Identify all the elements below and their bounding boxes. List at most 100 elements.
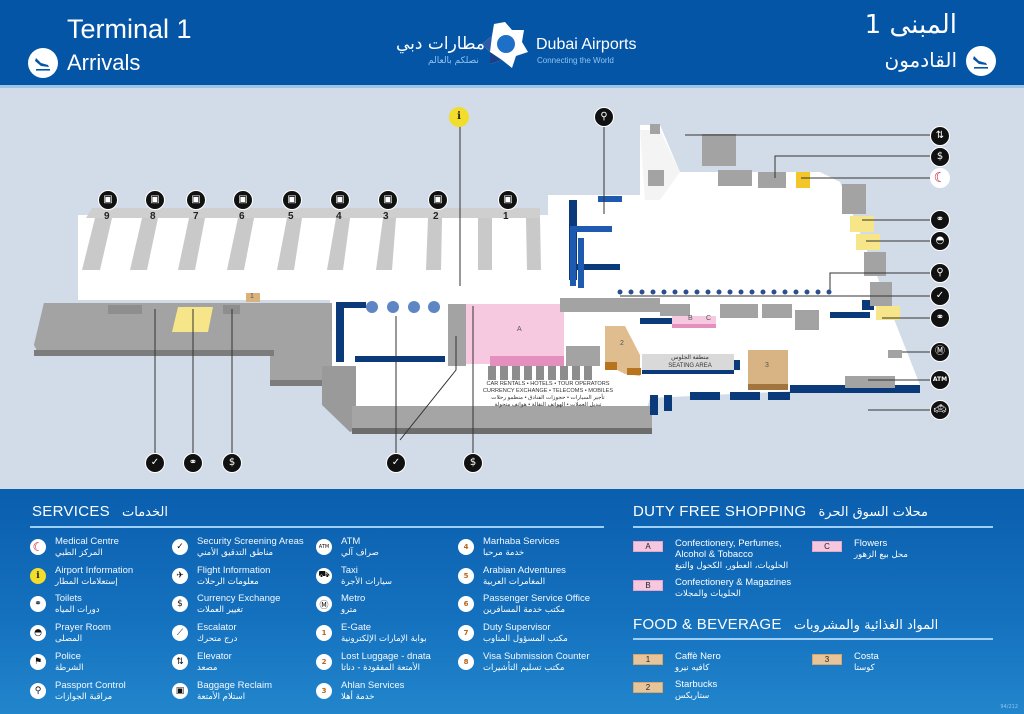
atm-icon[interactable]: ATM — [930, 370, 950, 390]
service-label-en: Security Screening Areas — [197, 536, 304, 547]
medical-centre-icon[interactable]: ☾ — [930, 168, 950, 188]
logo-name-en: Dubai Airports — [536, 36, 637, 53]
header: Terminal 1 Arrivals مطارات دبي نصلكم بال… — [0, 0, 1024, 88]
belt-3-label: 3 — [383, 211, 389, 222]
service-label-en: Lost Luggage - dnata — [341, 650, 431, 662]
baggage-reclaim-icon: ▣ — [172, 682, 188, 699]
services-divider — [30, 526, 604, 528]
logo-tagline-en: Connecting the World — [537, 56, 614, 65]
page-title-ar: المبنى 1 — [864, 10, 957, 40]
duty-free-title: DUTY FREE SHOPPING — [633, 503, 807, 520]
duty-free-divider — [633, 526, 993, 528]
service-label-ar: تغيير العملات — [197, 605, 244, 616]
currency-exchange-icon: $ — [172, 596, 188, 613]
passport-control-icon[interactable]: ⚲ — [930, 263, 950, 283]
baggage-reclaim-icon[interactable]: ▣ — [378, 190, 398, 210]
service-label-en: ATM — [341, 536, 361, 547]
food-tag: 1 — [633, 654, 663, 665]
baggage-reclaim-icon[interactable]: ▣ — [233, 190, 253, 210]
caption-line-1: CAR RENTALS • HOTELS • TOUR OPERATORS — [486, 381, 610, 387]
duty-free-label-ar: محل بيع الزهور — [854, 550, 908, 560]
duty-free-text: Confectionery, Perfumes, Alcohol & Tobac… — [675, 538, 788, 572]
currency-exchange-icon[interactable]: $ — [222, 453, 242, 473]
service-label-ar: بوابة الإمارات الإلكترونية — [341, 634, 427, 645]
zone-b-label: B — [688, 315, 693, 322]
service-label-ar: المركز الطبي — [55, 548, 103, 558]
food-tag: 3 — [812, 654, 842, 665]
duty-free-label-en: Confectionery & Magazines — [675, 577, 792, 588]
police-icon: ⚑ — [30, 653, 46, 670]
baggage-reclaim-icon[interactable]: ▣ — [145, 190, 165, 210]
baggage-belt-bar — [86, 208, 540, 218]
number-1-icon: 1 — [316, 625, 332, 642]
service-label-ar: مصعد — [197, 662, 218, 673]
service-label-ar: إستعلامات المطار — [55, 576, 118, 587]
baggage-reclaim-icon[interactable]: ▣ — [428, 190, 448, 210]
baggage-reclaim-icon[interactable]: ▣ — [330, 190, 350, 210]
belt-4-label: 4 — [336, 211, 342, 222]
seating-area-ar: منطقة الجلوس — [671, 355, 709, 361]
seating-area-en: SEATING AREA — [668, 362, 712, 369]
dubai-airports-logo-icon — [482, 22, 528, 68]
service-label-ar: مراقبة الجوازات — [55, 691, 113, 702]
toilets-icon[interactable]: ⚭ — [930, 210, 950, 230]
security-screening-icon: ✓ — [172, 539, 188, 555]
airport-information-icon: i — [30, 567, 46, 584]
prayer-room-icon[interactable]: ◓ — [930, 231, 950, 251]
currency-exchange-icon[interactable]: $ — [930, 147, 950, 167]
airport-information-icon[interactable]: i — [449, 107, 469, 127]
baggage-reclaim-icon[interactable]: ▣ — [498, 190, 518, 210]
security-screening-icon[interactable]: ✓ — [386, 453, 406, 473]
baggage-reclaim-icon[interactable]: ▣ — [282, 190, 302, 210]
metro-icon[interactable]: Ⓜ — [930, 342, 950, 362]
plane-landing-icon-ar — [966, 46, 996, 76]
plane-landing-icon — [28, 48, 58, 78]
service-label-ar: مكتب المسؤول المناوب — [483, 634, 568, 645]
escalator-icon: ⟋ — [172, 625, 188, 642]
logo-name-ar: مطارات دبي — [396, 34, 486, 54]
baggage-reclaim-icon[interactable]: ▣ — [98, 190, 118, 210]
service-label-ar: سيارات الأجرة — [341, 576, 393, 587]
taxi-icon[interactable]: 🚕︎ — [930, 400, 950, 420]
belt-6-label: 6 — [239, 211, 245, 222]
food-label-en: Starbucks — [675, 679, 718, 690]
passport-control-icon[interactable]: ⚲ — [594, 107, 614, 127]
service-label-en: Duty Supervisor — [483, 622, 551, 634]
currency-exchange-icon[interactable]: $ — [463, 453, 483, 473]
services-title: SERVICES — [32, 503, 110, 520]
services-title-ar: الخدمات — [122, 505, 168, 520]
toilets-icon[interactable]: ⚭ — [930, 308, 950, 328]
security-screening-icon[interactable]: ✓ — [145, 453, 165, 473]
toilets-icon[interactable]: ⚭ — [183, 453, 203, 473]
service-label-en: Escalator — [197, 622, 237, 634]
belt-1-label: 1 — [503, 211, 509, 222]
number-4-icon: 4 — [458, 539, 474, 555]
service-label-en: Passenger Service Office — [483, 593, 591, 605]
security-screening-icon[interactable]: ✓ — [930, 286, 950, 306]
seating-area-label: منطقة الجلوس SEATING AREA — [650, 355, 730, 370]
service-label-en: Metro — [341, 593, 366, 605]
service-label-en: Flight Information — [197, 564, 271, 576]
duty-free-label-en: Confectionery, Perfumes, Alcohol & Tobac… — [675, 538, 782, 560]
elevator-icon: ⇅ — [172, 653, 188, 670]
service-label-en: Visa Submission Counter — [483, 650, 590, 662]
elevator-icon[interactable]: ⇅ — [930, 126, 950, 146]
baggage-reclaim-icon[interactable]: ▣ — [186, 190, 206, 210]
